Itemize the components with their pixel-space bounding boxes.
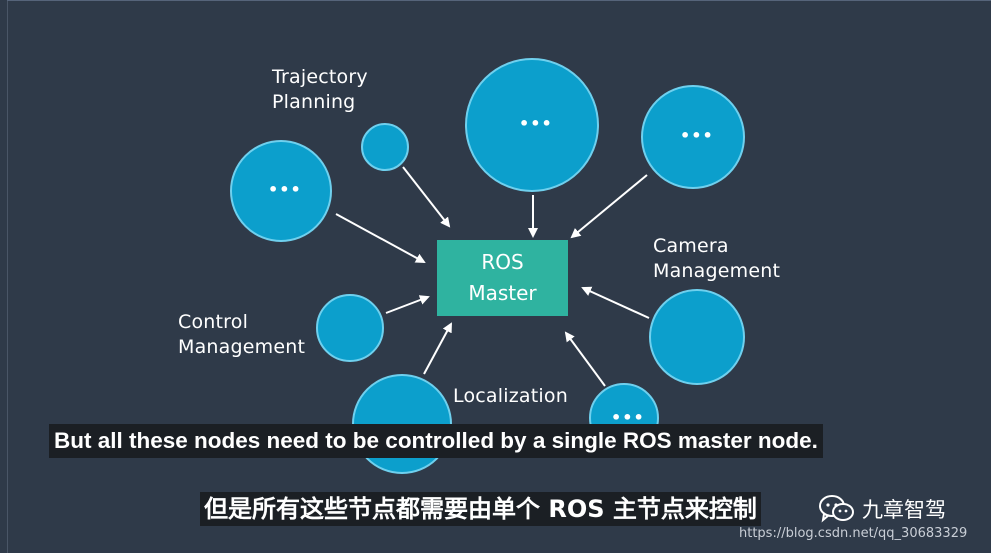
ellipsis-left: ••• [268, 180, 302, 199]
subtitle-english: But all these nodes need to be controlle… [49, 424, 823, 458]
arrow-from-camera [581, 286, 650, 319]
frame-top-edge [7, 0, 991, 1]
frame-left-edge [7, 0, 8, 553]
ros-master-line2: Master [468, 281, 537, 305]
node-circle-top-right [641, 85, 745, 189]
arrow-from-left [335, 213, 426, 263]
wechat-icon [819, 495, 854, 523]
brand-name: 九章智驾 [862, 498, 946, 522]
node-circle-top-center [465, 58, 599, 192]
arrow-from-top-right [570, 174, 648, 239]
brand-logo: 九章智驾 [818, 494, 946, 524]
ellipsis-bottom-right: ••• [611, 408, 645, 427]
arrow-from-control [385, 295, 430, 314]
label-control-management: Control Management [178, 311, 306, 358]
label-camera-management: Camera Management [653, 235, 781, 282]
arrow-from-bottom-right [564, 331, 606, 387]
arrow-from-trajectory [402, 166, 451, 228]
node-circle-left [230, 140, 332, 242]
subtitle-chinese: 但是所有这些节点都需要由单个 ROS 主节点来控制 [200, 492, 761, 526]
watermark-url: https://blog.csdn.net/qq_30683329 [739, 526, 968, 541]
node-circle-control [316, 294, 384, 362]
node-circle-camera [649, 289, 745, 385]
ros-master-node: ROS Master [437, 240, 568, 316]
node-circle-trajectory [361, 123, 409, 171]
label-localization: Localization [453, 385, 568, 407]
ellipsis-top-right: ••• [680, 126, 714, 145]
ros-master-line1: ROS [481, 250, 524, 274]
label-trajectory-planning: Trajectory Planning [272, 66, 368, 113]
arrow-from-localization [423, 322, 452, 375]
ellipsis-top-center: ••• [519, 114, 553, 133]
